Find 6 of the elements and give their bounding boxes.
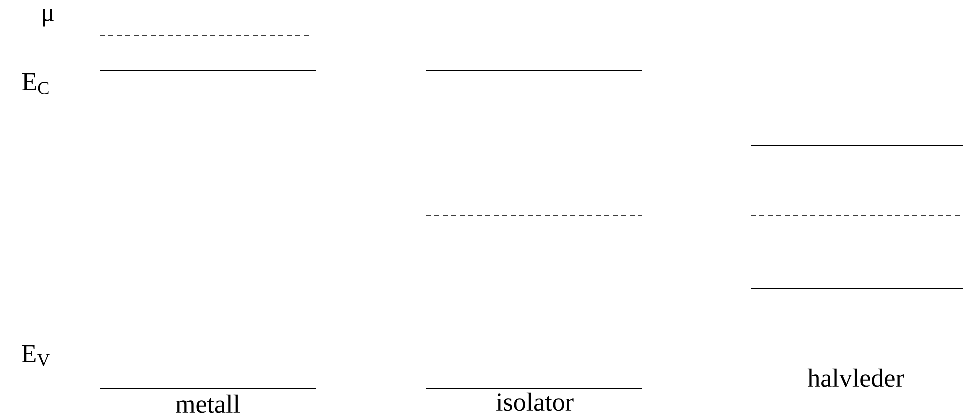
level-label: metall [176,394,240,414]
level-label: halvleder [808,368,904,388]
level-label: E$_{V}$ [22,345,50,367]
level-label: E$_{C}$ [22,74,49,94]
level-label: μ [43,9,54,27]
level-label: isolator [496,392,574,412]
